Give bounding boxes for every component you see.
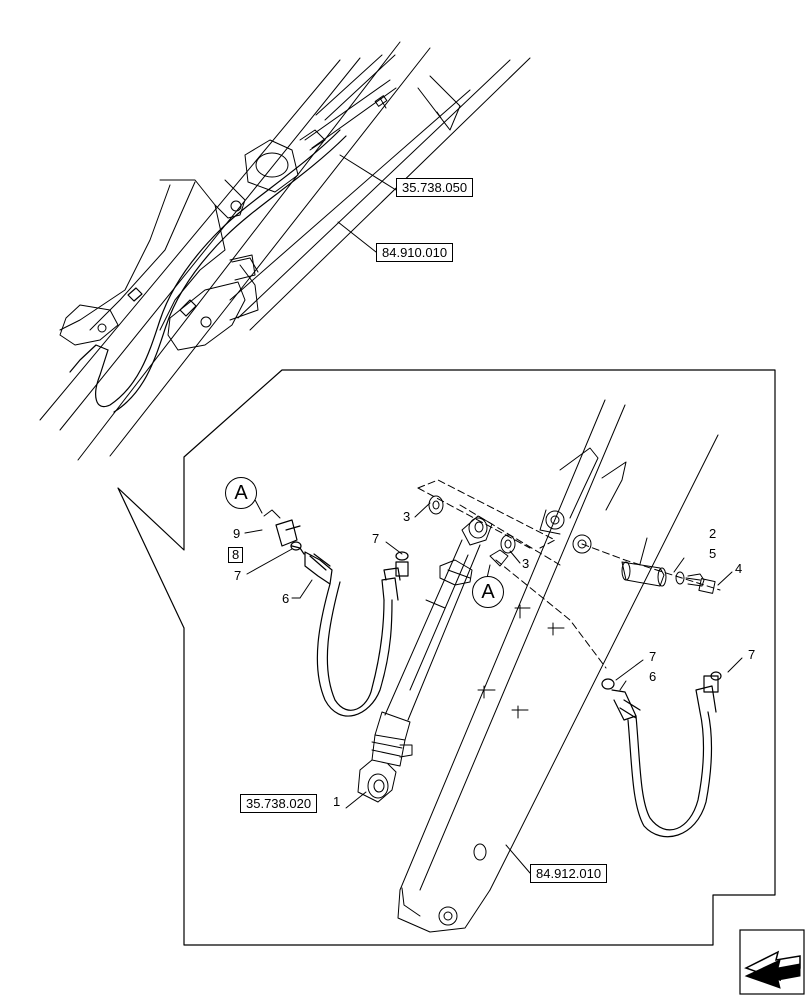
callout-4: 4 — [735, 561, 743, 576]
callout-7: 7 — [234, 568, 242, 583]
overview-leaders — [337, 154, 397, 253]
ref-35-738-020[interactable]: 35.738.020 — [240, 794, 318, 813]
callout-7: 7 — [372, 531, 380, 546]
callout-5: 5 — [709, 546, 717, 561]
callout-6: 6 — [649, 669, 657, 684]
callout-3: 3 — [403, 509, 411, 524]
hardware-parts — [263, 495, 716, 594]
callout-9: 9 — [233, 526, 241, 541]
overview-linkage — [59, 179, 256, 351]
callout-6: 6 — [282, 591, 290, 606]
ref-84-912-010[interactable]: 84.912.010 — [530, 864, 608, 883]
callout-7: 7 — [748, 647, 756, 662]
callout-1: 1 — [333, 794, 341, 809]
detail-boom — [397, 399, 719, 933]
callout-3: 3 — [522, 556, 530, 571]
hose-right — [601, 671, 722, 838]
hose-left — [275, 519, 409, 717]
arrow-back-icon[interactable] — [739, 929, 805, 995]
detail-frame — [117, 369, 776, 946]
callout-7: 7 — [649, 649, 657, 664]
callout-8: 8 — [228, 547, 244, 563]
ref-84-910-010[interactable]: 84.910.010 — [376, 243, 454, 262]
overview-boom — [39, 41, 531, 461]
pin-axes — [417, 479, 721, 669]
callout-2: 2 — [709, 526, 717, 541]
hydraulic-cylinder — [357, 515, 509, 803]
detail-marker-a: A — [472, 576, 504, 608]
callout-leaders — [244, 495, 743, 874]
overview-hose — [69, 129, 347, 413]
detail-marker-a: A — [225, 477, 257, 509]
ref-35-738-050[interactable]: 35.738.050 — [396, 178, 474, 197]
overview-cylinder — [244, 54, 397, 193]
